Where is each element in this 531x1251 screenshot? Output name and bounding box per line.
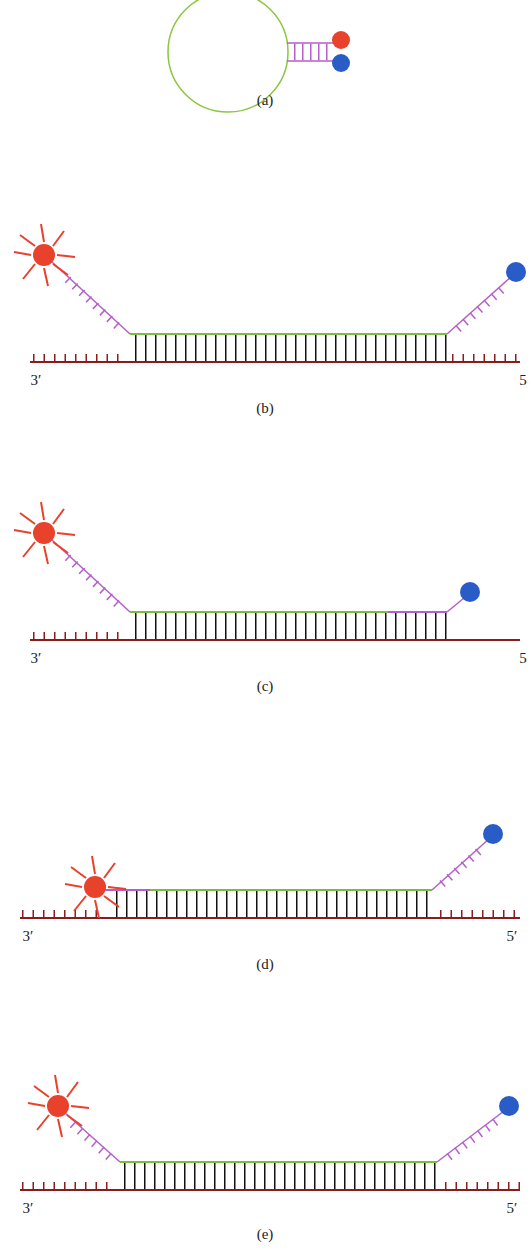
hairpin-beacon — [168, 0, 350, 112]
target-ticks — [22, 1182, 112, 1190]
hybridized-beacon — [20, 1075, 520, 1190]
stem-rungs — [294, 44, 334, 61]
panel-label: (a) — [257, 93, 274, 108]
base-pair-rungs — [124, 1163, 437, 1190]
target-ticks — [452, 354, 520, 362]
quencher — [483, 824, 503, 844]
strand-end-label: 3′ — [23, 1201, 34, 1216]
target-ticks — [33, 354, 125, 362]
arm-ticks — [66, 278, 117, 326]
fluorophore — [33, 522, 55, 544]
strand-end-label: 5′ — [507, 1201, 518, 1216]
target-ticks — [440, 910, 520, 918]
strand-end-label: 5 — [519, 373, 527, 388]
stem-strand — [104, 889, 150, 891]
probe-strand — [130, 611, 388, 613]
target-strand — [20, 1189, 520, 1191]
fluorophore — [47, 1095, 69, 1117]
strand-end-label: 5′ — [507, 929, 518, 944]
fluorophore — [84, 876, 106, 898]
quencher — [460, 582, 480, 602]
panel-label: (b) — [256, 401, 274, 416]
strand-end-label: 3′ — [23, 929, 34, 944]
hybridized-beacon — [14, 224, 526, 362]
fluorophore — [332, 31, 350, 49]
probe-strand — [120, 1161, 437, 1163]
target-strand — [30, 639, 520, 641]
panel-label: (d) — [256, 957, 274, 972]
hybridized-beacon — [14, 502, 520, 640]
stem-tail — [447, 598, 464, 612]
base-pair-rungs — [116, 891, 432, 918]
target-ticks — [33, 632, 125, 640]
emission-rays — [28, 1075, 89, 1137]
quencher — [506, 262, 526, 282]
target-ticks — [22, 910, 105, 918]
target-strand — [20, 917, 520, 919]
stem-arm — [432, 838, 490, 890]
stem-strand — [287, 42, 336, 44]
base-pair-rungs — [135, 613, 447, 640]
quencher — [499, 1096, 519, 1116]
emission-rays — [14, 224, 75, 286]
panel-label: (e) — [257, 1227, 274, 1242]
probe-loop — [168, 0, 288, 112]
quencher — [332, 54, 350, 72]
emission-rays — [65, 856, 126, 918]
stem-strand — [287, 60, 336, 62]
arm-ticks — [449, 1121, 497, 1157]
stem-arm — [437, 1111, 504, 1162]
probe-strand — [150, 889, 432, 891]
arm-ticks — [458, 287, 505, 329]
strand-end-label: 3′ — [31, 651, 42, 666]
target-ticks — [445, 1182, 520, 1190]
fluorophore — [33, 244, 55, 266]
strand-end-label: 3′ — [31, 373, 42, 388]
arm-ticks — [66, 556, 117, 604]
target-strand — [30, 361, 520, 363]
strand-end-label: 5 — [519, 651, 527, 666]
hybridized-beacon — [20, 824, 520, 918]
arm-ticks — [442, 847, 484, 884]
stem-strand — [388, 611, 447, 613]
panel-label: (c) — [257, 679, 274, 694]
stem-arm — [447, 276, 512, 334]
probe-strand — [130, 333, 447, 335]
arm-ticks — [72, 1124, 109, 1157]
base-pair-rungs — [135, 335, 447, 362]
emission-rays — [14, 502, 75, 564]
